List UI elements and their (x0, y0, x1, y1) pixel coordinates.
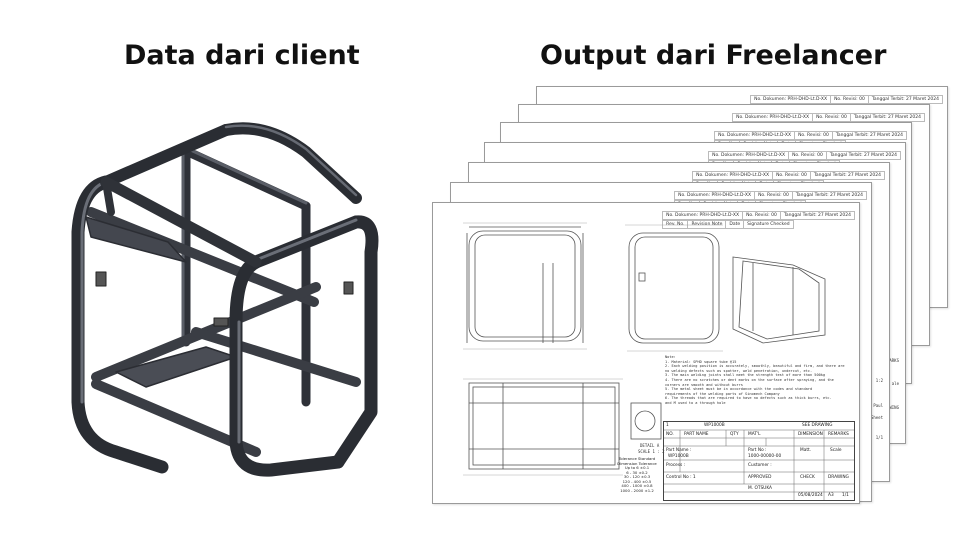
tolerance-table: Tolerance Standard Dimension Tolerance U… (613, 456, 661, 493)
tb-size: A3 (828, 493, 834, 498)
tb-customer-label: Customer : (748, 463, 772, 468)
rev-id-text: No. Revisi: 00 (812, 113, 851, 122)
note-line: requirements of the welding parts of Sin… (665, 391, 780, 396)
tolerance-row: 30 - 120 ±0.3 (623, 474, 651, 479)
tb-see-drawing: SEE DRAWING (802, 423, 833, 428)
tolerance-row: Up to 6 ±0.1 (624, 465, 650, 470)
date-issued-text: Tanggal Terbit: 27 Maret 2024 (791, 191, 867, 200)
back-label-sheet-count: 1/1 (875, 435, 883, 440)
date-issued-text: Tanggal Terbit: 27 Maret 2024 (849, 113, 925, 122)
rev-id-text: No. Revisi: 00 (788, 151, 827, 160)
doc-no-text: No. Dokumen: PRH-DHD-Lt.D-XX (708, 151, 790, 160)
rev-id-text: No. Revisi: 00 (794, 131, 833, 140)
tolerance-row: 400 - 1000 ±0.8 (621, 483, 653, 488)
title-block: 1 WP1000B SEE DRAWING NO. PART NAME QTY … (663, 421, 855, 501)
title-block-grid (664, 429, 854, 500)
back-label-scale: ale (891, 381, 899, 386)
rev-id-text: No. Revisi: 00 (754, 191, 793, 200)
note-line: 4. There are no scratches or dent marks … (665, 377, 834, 382)
tolerance-row: Dimension Tolerance (617, 460, 657, 466)
note-line: no welding defects such as spatter, weld… (665, 368, 813, 373)
tb-part-no-label: Part No : (748, 448, 767, 453)
doc-no-text: No. Dokumen: PRH-DHD-Lt.D-XX (750, 95, 832, 104)
tb-control-no: Control No : 1 (666, 475, 696, 480)
note-line: 3. The main welding joints shall meet th… (665, 373, 826, 378)
detail-label: DETAIL A (640, 443, 660, 448)
doc-no-text: No. Dokumen: PRH-DHD-Lt.D-XX (714, 131, 796, 140)
tb-header-dimension: DIMENSION (798, 432, 823, 437)
rev-id-text: No. Revisi: 00 (772, 171, 811, 180)
tb-header-remarks: REMARKS (828, 432, 849, 437)
tb-scale-label: Scale (830, 448, 842, 453)
note-line: 2. Each welding position is accurately, … (665, 364, 845, 369)
tube-frame-isometric-drawing (71, 122, 379, 477)
tb-part-name-value: WP1000B (668, 454, 689, 459)
back-label-paul: Paul (873, 403, 883, 408)
rev-id-text: No. Revisi: 00 (830, 95, 869, 104)
note-line: corners are smooth and without burrs (665, 382, 743, 387)
tb-matt-label: Matt. (800, 448, 812, 453)
date-issued-text: Tanggal Terbit: 27 Maret 2024 (867, 95, 943, 104)
tb-part-name-top: WP1000B (704, 423, 725, 428)
tolerance-row: 120 - 400 ±0.5 (622, 478, 652, 484)
doc-no-text: No. Dokumen: PRH-DHD-Lt.D-XX (732, 113, 814, 122)
tolerance-heading: Tolerance Standard (618, 456, 656, 461)
date-issued-text: Tanggal Terbit: 27 Maret 2024 (825, 151, 901, 160)
notes-block: Note: 1. Material: SPHD square tube @15 … (665, 355, 855, 406)
tb-process-label: Process : (666, 463, 686, 468)
doc-no-text: No. Dokumen: PRH-DHD-Lt.D-XX (674, 191, 756, 200)
tb-approved: APPROVED (748, 475, 772, 480)
detail-scale: SCALE 1 : 2 (638, 449, 665, 454)
client-frame-3d-model (66, 122, 386, 482)
tb-part-name-label: Part Name : (666, 448, 692, 453)
note-line: 5. The metal sheet must be in accordance… (665, 387, 813, 392)
signature-text: Signature Checked (743, 220, 794, 229)
tb-sheet: 1/1 (842, 493, 849, 498)
note-line: 1. Material: SPHD square tube @15 (665, 359, 737, 364)
freelancer-output-heading: Output dari Freelancer (540, 40, 887, 71)
back-label-drawing: WING (889, 405, 899, 410)
client-data-heading: Data dari client (124, 40, 360, 71)
tb-signer: M. OTSUKA (748, 486, 772, 491)
back-label-marks: MARKS (886, 358, 899, 363)
date-issued-text: Tanggal Terbit: 27 Maret 2024 (809, 171, 885, 180)
notes-heading: Note: (665, 355, 676, 359)
doc-no-text: No. Dokumen: PRH-DHD-Lt.D-XX (692, 171, 774, 180)
tolerance-row: 6 - 30 ±0.2 (626, 469, 648, 475)
tolerance-row: 1000 - 2000 ±1.2 (620, 487, 654, 493)
tb-header-part-name: PART NAME (684, 432, 709, 437)
tb-header-qty: QTY (730, 432, 739, 437)
back-label-scale-value: 1:2 (875, 378, 883, 383)
tb-item-no: 1 (666, 423, 669, 428)
note-line: 6. The threads that are required to have… (665, 396, 832, 401)
back-label-sheet: Sheet (870, 415, 883, 420)
tb-part-no-value: 1000-00000-00 (748, 454, 782, 459)
tb-drawing: DRAWING (828, 475, 849, 480)
tb-date: 05/08/2024 (798, 493, 823, 498)
date-issued-text: Tanggal Terbit: 27 Maret 2024 (779, 211, 855, 220)
date-issued-text: Tanggal Terbit: 27 Maret 2024 (831, 131, 907, 140)
tb-header-no: NO. (666, 432, 674, 437)
tb-header-matl: MAT'L (748, 432, 761, 437)
orthographic-views (463, 222, 826, 476)
note-line: and M used to a through hole (665, 400, 726, 405)
tb-check: CHECK (800, 475, 815, 480)
